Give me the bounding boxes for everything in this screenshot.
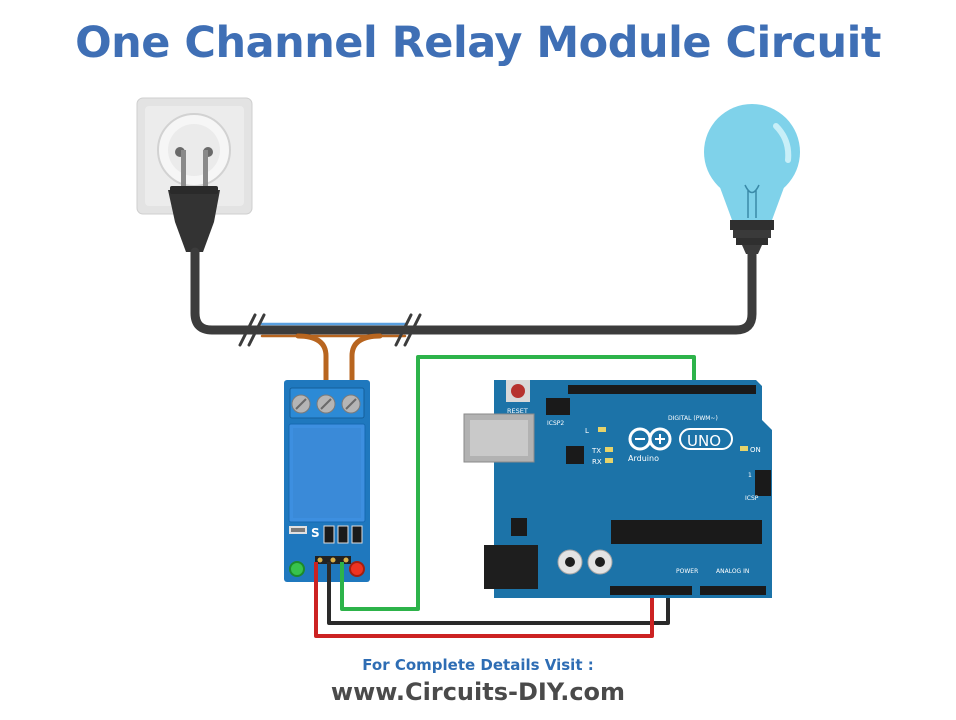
icsp-pin1-label: 1 xyxy=(748,472,752,479)
icsp2-label: ICSP2 xyxy=(547,420,564,427)
relay-signal-label: S xyxy=(311,526,320,540)
light-bulb xyxy=(704,104,800,254)
power-label: POWER xyxy=(676,568,698,575)
footer-url: www.Circuits-DIY.com xyxy=(330,678,626,706)
on-led-label: ON xyxy=(750,446,761,454)
tx-led-label: TX xyxy=(591,447,601,455)
digital-label: DIGITAL (PWM~) xyxy=(668,415,718,422)
icsp-label: ICSP xyxy=(745,495,759,502)
power-plug xyxy=(168,150,220,252)
signal-wires xyxy=(314,355,696,638)
arduino-uno-board: RESET ICSP2 DIGITAL (PWM~) L TX RX UNO A… xyxy=(463,380,772,598)
footer-caption: For Complete Details Visit : xyxy=(362,656,594,674)
page-title: One Channel Relay Module Circuit xyxy=(75,18,881,68)
uno-label: UNO xyxy=(687,432,721,450)
arduino-logo xyxy=(628,427,672,451)
relay-module: S xyxy=(284,380,370,582)
analog-label: ANALOG IN xyxy=(716,568,749,575)
relay-load-wires xyxy=(295,333,383,389)
reset-label: RESET xyxy=(507,407,528,415)
arduino-brand-label: Arduino xyxy=(628,454,659,463)
rx-led-label: RX xyxy=(592,458,602,466)
mains-cable xyxy=(190,247,757,347)
wall-socket xyxy=(136,97,253,215)
l-led-label: L xyxy=(585,427,589,435)
